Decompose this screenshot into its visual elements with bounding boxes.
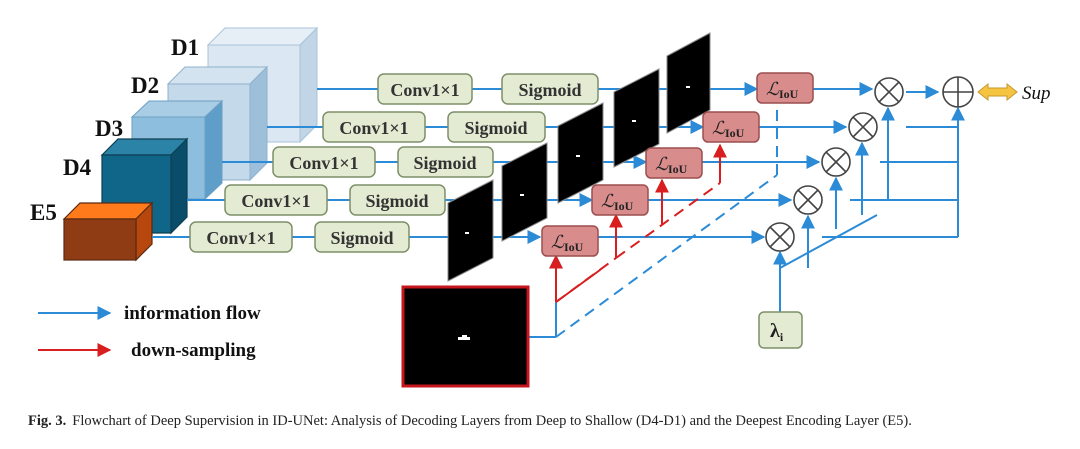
lambda-label: λi bbox=[770, 320, 784, 344]
gt-dashed-lines bbox=[555, 108, 778, 338]
conv-text-d4: Conv1×1 bbox=[241, 191, 310, 211]
loss-box-d1 bbox=[756, 72, 814, 104]
multiply-icon bbox=[848, 112, 878, 142]
pred-map-e5-1 bbox=[447, 179, 494, 282]
loss-text-d4: ℒIoU bbox=[601, 191, 634, 213]
multiply-icon bbox=[765, 222, 795, 252]
conv-box-d2 bbox=[322, 111, 426, 143]
multiply-icon bbox=[821, 147, 851, 177]
sigmoid-box-e5 bbox=[314, 221, 410, 253]
conv-text-d3: Conv1×1 bbox=[289, 153, 358, 173]
label-d3: D3 bbox=[95, 116, 123, 141]
multiply-icon bbox=[874, 77, 904, 107]
loss-blocks: ℒIoU ℒIoU ℒIoU ℒIoU ℒIoU bbox=[541, 72, 814, 257]
loss-box-d4 bbox=[591, 184, 649, 216]
double-arrow-icon bbox=[977, 82, 1018, 102]
legend-down-sampling: down-sampling bbox=[131, 340, 256, 361]
lambda-block: λi bbox=[758, 311, 803, 349]
multiply-icon bbox=[793, 185, 823, 215]
legend-info-flow: information flow bbox=[124, 303, 261, 324]
down-sampling-lines bbox=[549, 143, 727, 303]
conv-text-d1: Conv1×1 bbox=[390, 80, 459, 100]
deep-supervision-flowchart: D1 D2 D3 D4 E5 bbox=[30, 26, 1051, 388]
sigmoid-box-d1 bbox=[501, 73, 599, 105]
sigmoid-box-d4 bbox=[349, 184, 446, 216]
sigmoid-box-d2 bbox=[447, 111, 546, 143]
loss-text-d2: ℒIoU bbox=[712, 118, 745, 140]
pred-map-d2-1 bbox=[613, 68, 660, 168]
loss-text-d3: ℒIoU bbox=[655, 154, 688, 176]
conv-box-d4 bbox=[224, 184, 328, 216]
ground-truth-image bbox=[401, 285, 530, 388]
sigmoid-text-d3: Sigmoid bbox=[413, 153, 476, 173]
pred-map-d1-1 bbox=[666, 32, 711, 134]
loss-box-d2 bbox=[702, 111, 760, 143]
figure-caption: Fig. 3. Flowchart of Deep Supervision in … bbox=[28, 413, 1068, 430]
conv-text-e5: Conv1×1 bbox=[206, 228, 275, 248]
conv-box-e5 bbox=[189, 221, 293, 253]
sum-icon bbox=[942, 76, 974, 108]
conv-sigmoid-blocks: Conv1×1 Sigmoid Conv1×1 Sigmoid Conv1×1 … bbox=[189, 73, 599, 253]
pred-map-d4-1 bbox=[501, 142, 548, 242]
label-d4: D4 bbox=[63, 155, 92, 180]
sigmoid-text-d4: Sigmoid bbox=[365, 191, 428, 211]
prediction-maps bbox=[447, 32, 711, 282]
loss-text-d1: ℒIoU bbox=[766, 79, 799, 101]
multiply-operators bbox=[765, 77, 904, 252]
flow-lines bbox=[152, 82, 965, 338]
legend: information flow down-sampling bbox=[38, 303, 261, 361]
cube-d4 bbox=[100, 137, 189, 235]
loss-text-e5: ℒIoU bbox=[551, 232, 584, 254]
caption-label: Fig. 3. bbox=[28, 413, 67, 429]
conv-text-d2: Conv1×1 bbox=[339, 118, 408, 138]
conv-box-d3 bbox=[272, 146, 376, 178]
label-d2: D2 bbox=[131, 73, 159, 98]
loss-box-d3 bbox=[645, 147, 703, 179]
conv-box-d1 bbox=[377, 73, 473, 105]
pred-map-d3-1 bbox=[557, 102, 604, 204]
sup-label: Sup bbox=[1022, 83, 1051, 104]
sigmoid-text-e5: Sigmoid bbox=[330, 228, 393, 248]
sigmoid-text-d1: Sigmoid bbox=[518, 80, 581, 100]
label-e5: E5 bbox=[30, 200, 57, 225]
cube-e5 bbox=[62, 201, 154, 262]
sigmoid-box-d3 bbox=[397, 146, 494, 178]
label-d1: D1 bbox=[171, 35, 199, 60]
caption-text: Flowchart of Deep Supervision in ID-UNet… bbox=[72, 413, 912, 429]
sigmoid-text-d2: Sigmoid bbox=[464, 118, 527, 138]
loss-box-e5 bbox=[541, 225, 599, 257]
